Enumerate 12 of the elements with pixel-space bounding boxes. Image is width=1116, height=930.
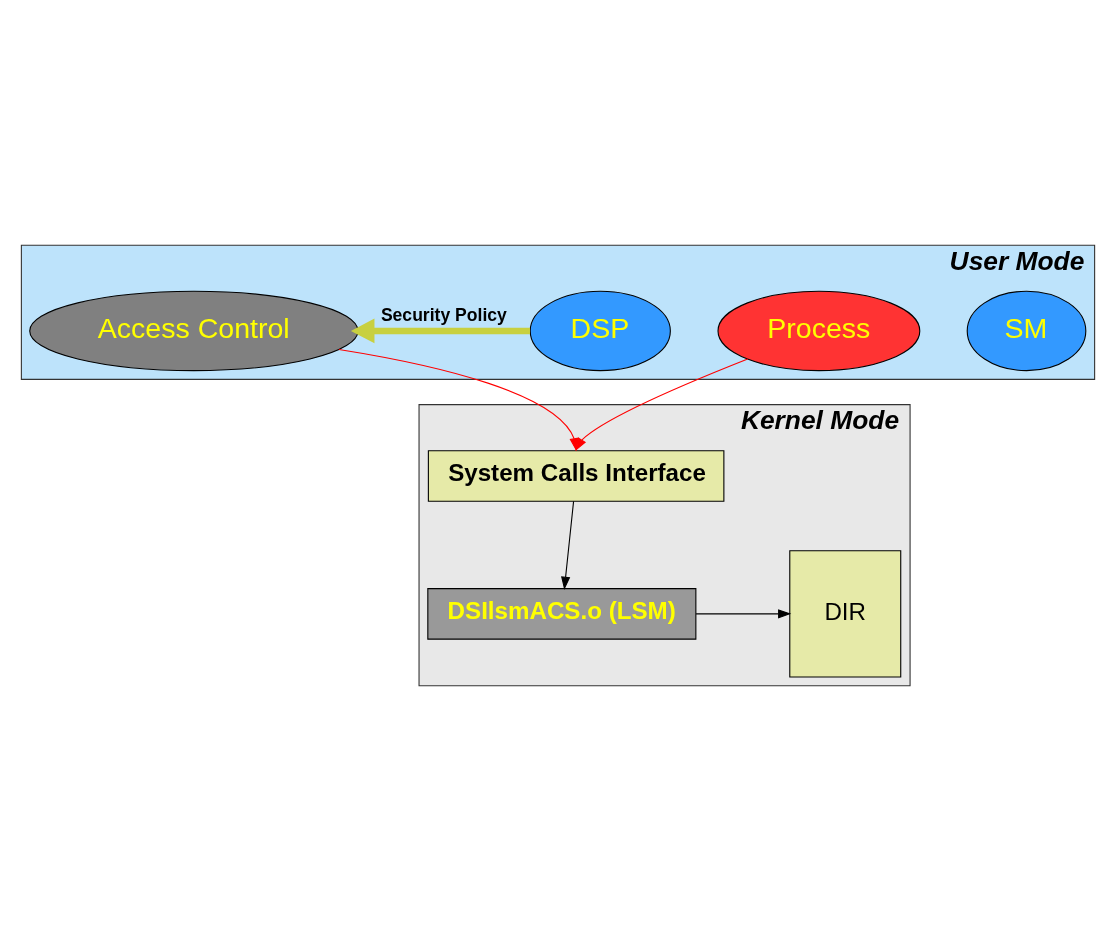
arrow [561,500,575,590]
node-ellipse: SM [966,290,1087,371]
arrow [350,318,530,343]
node-ellipse: DSP [529,290,671,371]
node-box: DSIlsmACS.o (LSM) [427,587,697,640]
node-box: System Calls Interface [427,449,725,502]
arrow [575,358,749,451]
node-ellipse: Process [717,290,921,371]
arrow [695,608,792,618]
node-box: DIR [789,549,902,678]
node-ellipse: Access Control [29,290,359,371]
edge-label: Security Policy [380,304,507,325]
